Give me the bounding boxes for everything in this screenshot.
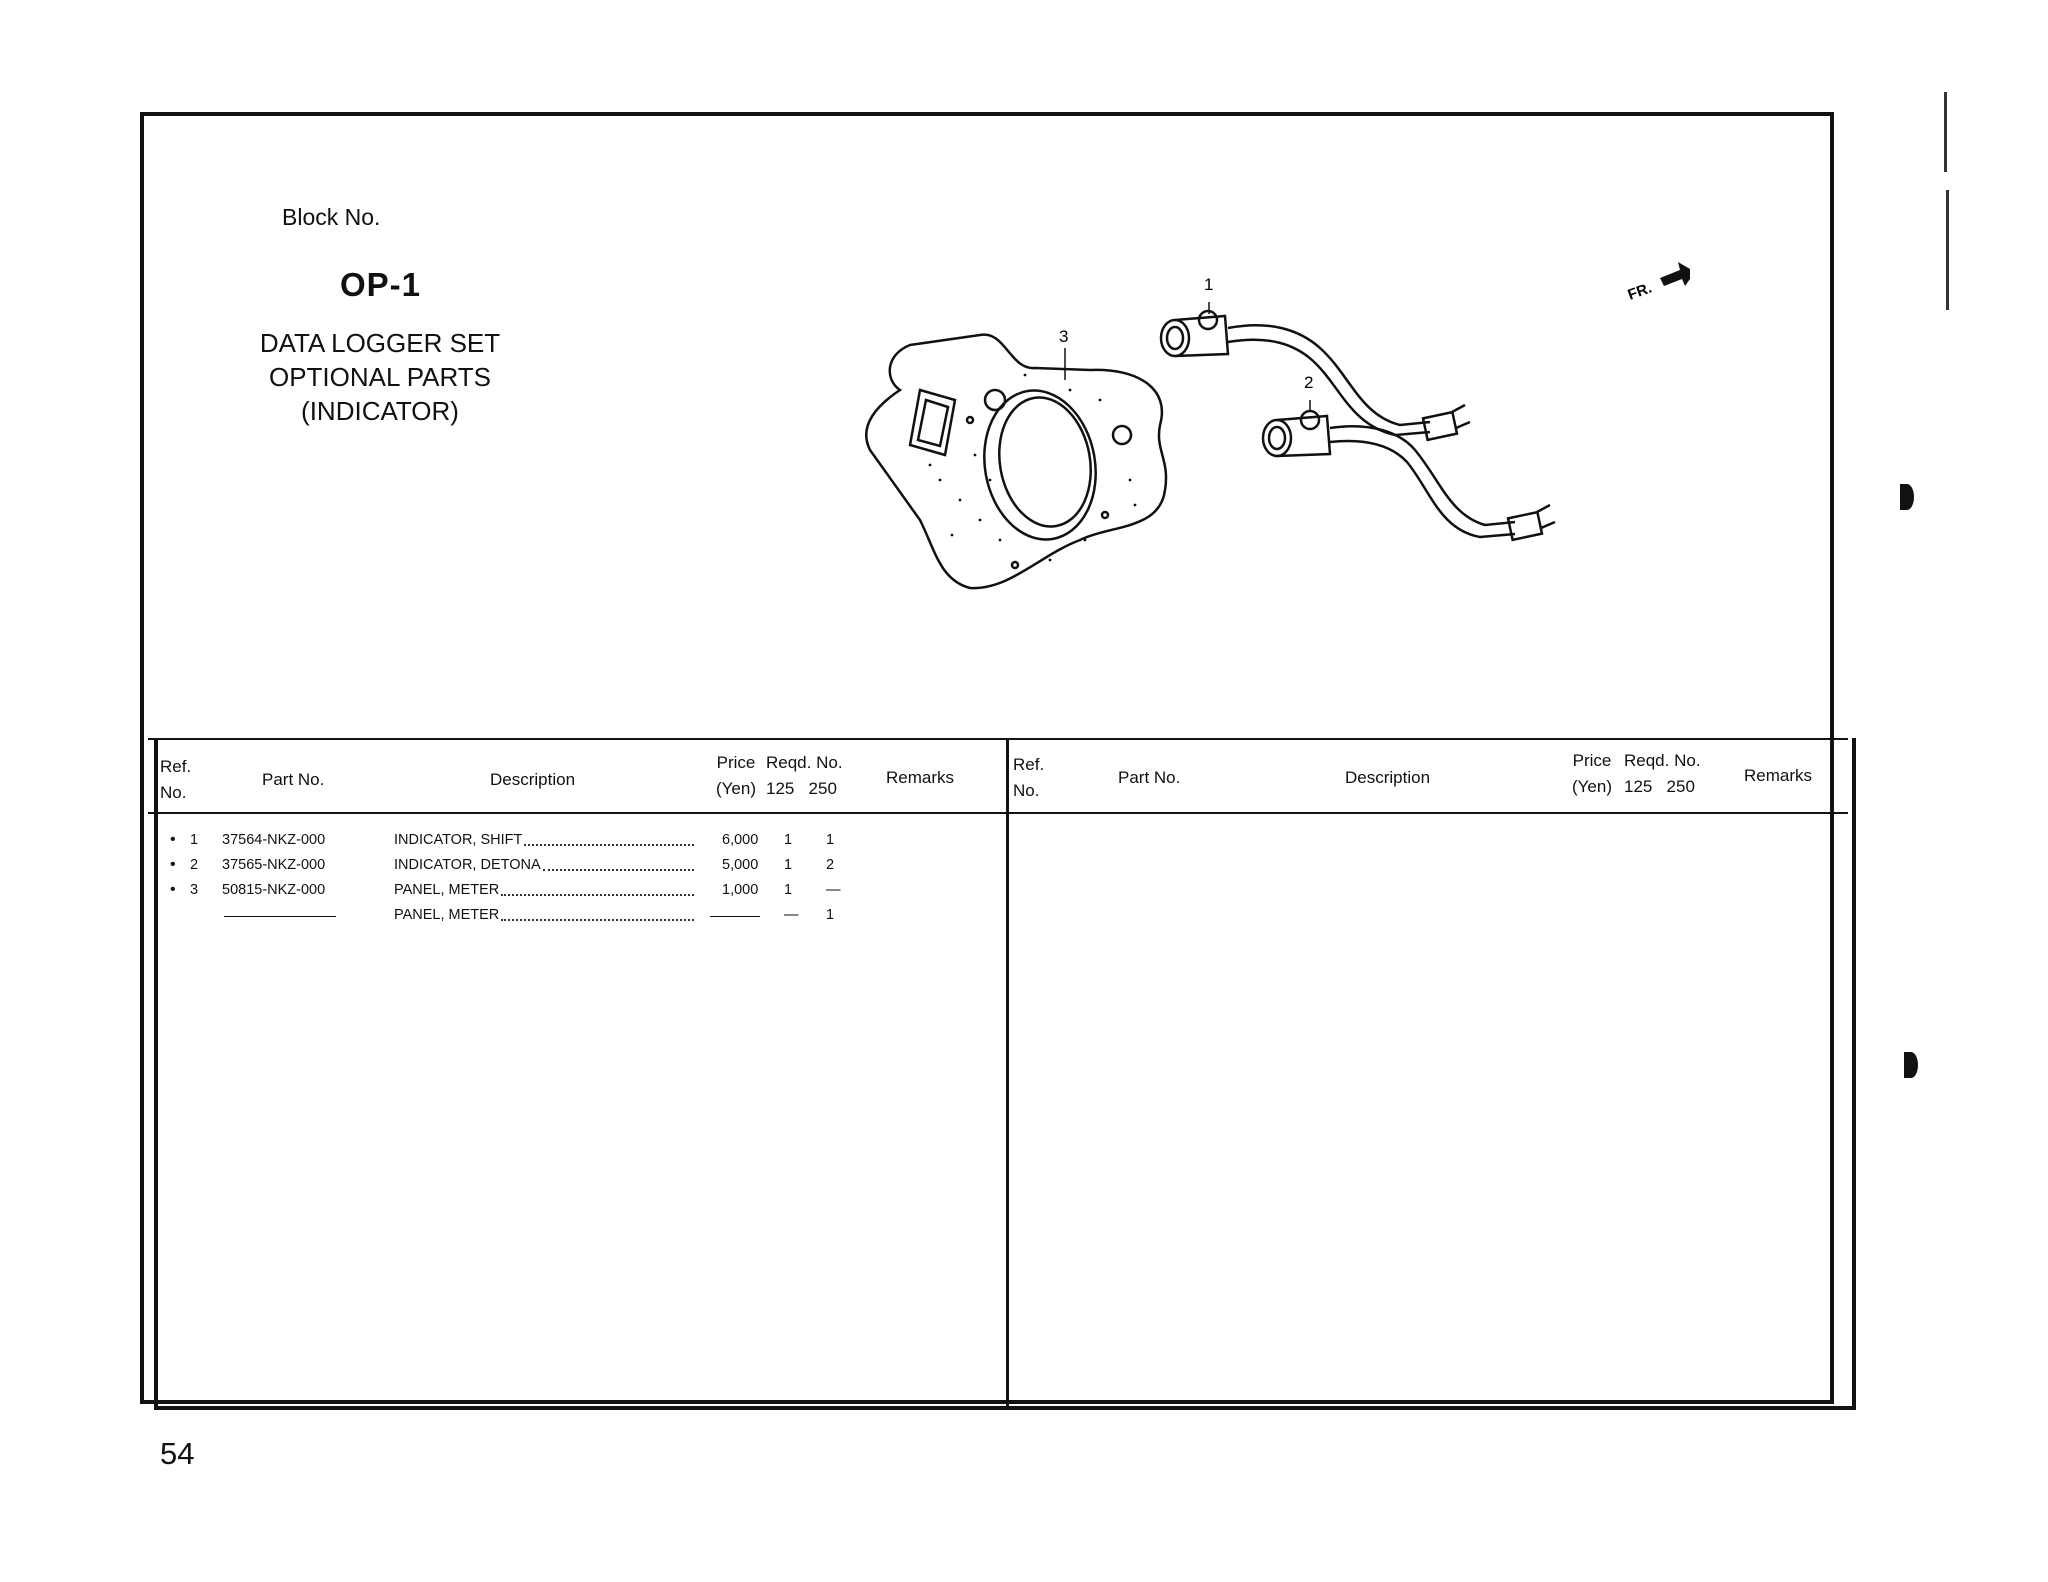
title-line-2: OPTIONAL PARTS: [268, 362, 491, 392]
panel-stipple: [928, 373, 1137, 562]
detona-indicator-drawing: [1261, 409, 1556, 542]
col-price-header: Price (Yen): [715, 753, 756, 798]
col-price-header-right: Price (Yen): [1571, 751, 1612, 796]
blank-price-line: [710, 916, 760, 917]
punch-hole: [1900, 484, 1914, 510]
col-remarks-header-right: Remarks: [1744, 766, 1813, 785]
col-reqd-header: Reqd. No. 125 250: [766, 750, 843, 802]
meter-panel-drawing: [865, 333, 1168, 590]
table-row: • 1 37564-NKZ-000 INDICATOR, SHIFT 6,000…: [160, 828, 850, 852]
margin-line: [1946, 190, 1949, 310]
block-title: DATA LOGGER SET OPTIONAL PARTS (INDICATO…: [230, 326, 530, 428]
col-ref-header: Ref. No.: [160, 757, 192, 802]
table-row: • 2 37565-NKZ-000 INDICATOR, DETONA 5,00…: [160, 853, 850, 877]
shift-indicator-drawing: [1159, 309, 1471, 442]
callout-2: 2: [1304, 373, 1313, 392]
col-remarks-header: Remarks: [886, 768, 955, 787]
table-center-divider: [1006, 738, 1009, 1410]
title-line-1: DATA LOGGER SET: [259, 328, 501, 358]
table-row: PANEL, METER — 1: [160, 903, 850, 927]
page-number: 54: [160, 1436, 195, 1471]
header-bottom-rule: [148, 812, 1848, 814]
page-frame: [140, 112, 1834, 1404]
margin-line: [1944, 92, 1947, 172]
callout-1: 1: [1204, 275, 1213, 294]
reqd-subcols: 125 250: [766, 779, 837, 798]
table-row: • 3 50815-NKZ-000 PANEL, METER 1,000 1 —: [160, 878, 850, 902]
block-code: OP-1: [340, 266, 422, 303]
table-right-border: [1852, 738, 1856, 1410]
col-description-header: Description: [490, 770, 576, 789]
col-ref-header-right: Ref. No.: [1013, 755, 1045, 800]
front-arrow-icon: FR.: [1626, 262, 1690, 304]
direction-label: FR.: [1626, 280, 1655, 304]
block-number-label: Block No.: [282, 204, 381, 230]
table-left-border: [154, 738, 158, 1410]
leader-lines: [1064, 302, 1311, 412]
parts-diagram: 1 2 3 FR.: [865, 262, 1690, 590]
title-line-3: (INDICATOR): [301, 396, 459, 426]
col-reqd-header-right: Reqd. No. 125 250: [1624, 751, 1701, 796]
col-partno-header: Part No.: [262, 770, 325, 789]
callout-3: 3: [1059, 327, 1068, 346]
table-top-rule: [148, 738, 1848, 740]
col-partno-header-right: Part No.: [1118, 768, 1181, 787]
blank-part-no-line: [224, 916, 336, 917]
punch-hole: [1904, 1052, 1918, 1078]
table-bottom-border: [154, 1406, 1856, 1410]
col-description-header-right: Description: [1345, 768, 1431, 787]
